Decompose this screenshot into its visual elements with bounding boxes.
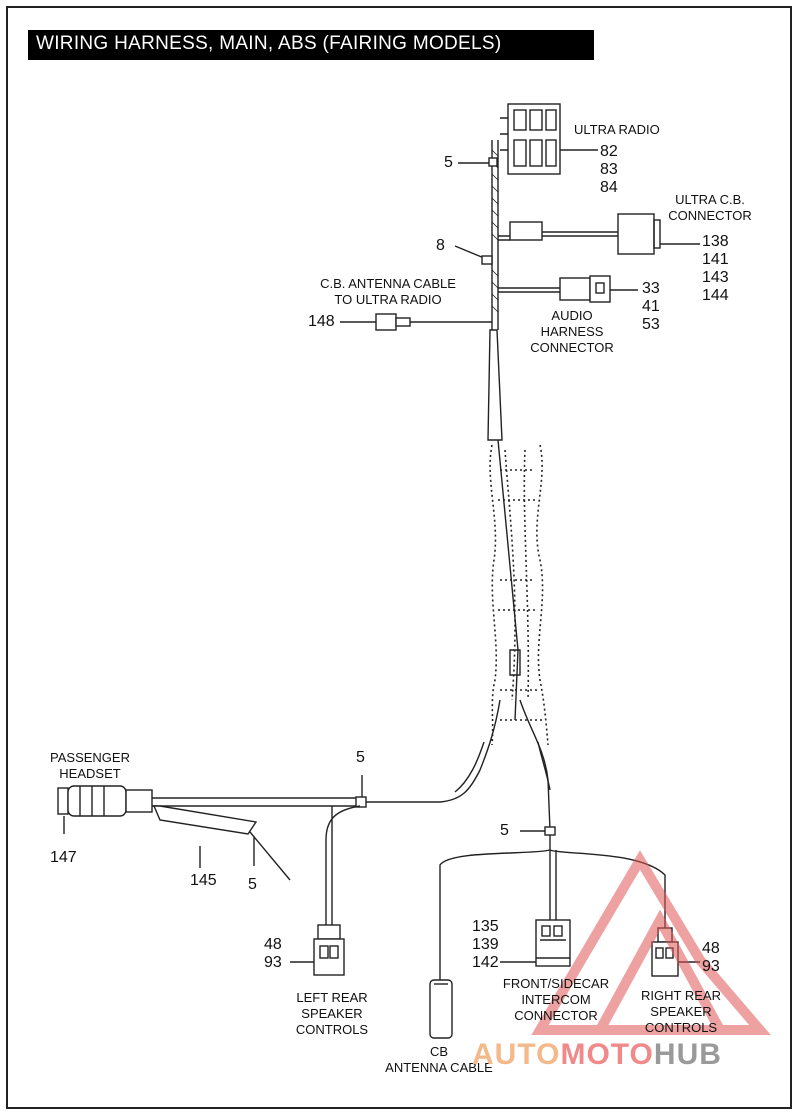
label-line: CONTROLS (644, 1020, 718, 1035)
cb-antenna-cable-connector (340, 313, 492, 331)
cb-antenna-cable-label: C.B. ANTENNA CABLE TO ULTRA RADIO (318, 276, 458, 308)
part-number: 135 (472, 918, 499, 935)
part-number: 41 (642, 298, 660, 315)
label-line: CONNECTOR (514, 1008, 598, 1023)
ultra-radio-part-numbers: 82 83 84 (600, 143, 618, 197)
audio-part-numbers: 33 41 53 (642, 280, 660, 334)
label-line: ULTRA C.B. (675, 192, 745, 207)
ultra-radio-connector (500, 103, 561, 175)
left-rear-speaker-label: LEFT REAR SPEAKER CONTROLS (282, 990, 382, 1038)
left-rear-part-numbers: 48 93 (264, 936, 282, 972)
clip-callout-bottom: 5 (248, 876, 257, 893)
cb-antenna-end-label: CB ANTENNA CABLE (384, 1044, 494, 1076)
watermark-part: AUTO (472, 1038, 561, 1071)
page-title: WIRING HARNESS, MAIN, ABS (FAIRING MODEL… (36, 33, 502, 54)
label-line: CONNECTOR (530, 340, 614, 355)
label-line: CB (429, 1044, 449, 1059)
part-number: 93 (702, 958, 720, 975)
cb-antenna-part-number: 148 (308, 313, 335, 330)
front-intercom-part-numbers: 135 139 142 (472, 918, 499, 972)
part-number: 143 (702, 269, 729, 286)
ultra-cb-connector-label: ULTRA C.B. CONNECTOR (660, 192, 760, 224)
label-line: INTERCOM (521, 992, 591, 1007)
clip-callout-8: 8 (436, 237, 445, 254)
label-line: ANTENNA CABLE (385, 1060, 493, 1075)
part-number: 93 (264, 954, 282, 971)
audio-harness-connector (498, 275, 638, 303)
watermark-part: HUB (653, 1038, 722, 1071)
passenger-headset-connector (57, 785, 360, 834)
watermark-text: AUTOMOTOHUB (472, 1038, 722, 1072)
right-rear-part-numbers: 48 93 (702, 940, 720, 976)
front-sidecar-intercom-label: FRONT/SIDECAR INTERCOM CONNECTOR (494, 976, 618, 1024)
part-number: 144 (702, 287, 729, 304)
left-rear-speaker-connector (290, 924, 345, 976)
label-line: FRONT/SIDECAR (502, 976, 610, 991)
part-number: 53 (642, 316, 660, 333)
watermark-logo (531, 850, 771, 1035)
label-line: RIGHT REAR (641, 988, 721, 1003)
label-line: CONTROLS (295, 1022, 369, 1037)
ultra-cb-connector (498, 213, 700, 255)
part-number: 141 (702, 251, 729, 268)
label-line: SPEAKER (301, 1006, 363, 1021)
label-line: C.B. ANTENNA CABLE (320, 276, 456, 291)
watermark-part: MOTO (560, 1038, 654, 1071)
ultra-radio-label: ULTRA RADIO (574, 122, 660, 137)
part-number: 138 (702, 233, 729, 250)
label-line: SPEAKER (650, 1004, 712, 1019)
label-line: TO ULTRA RADIO (334, 292, 442, 307)
page-frame (6, 6, 792, 1109)
part-number: 48 (264, 936, 282, 953)
label-line: CONNECTOR (668, 208, 752, 223)
clip-callout-mid: 5 (356, 749, 365, 766)
cb-antenna-cable-end (429, 979, 453, 1039)
ultra-cb-part-numbers: 138 141 143 144 (702, 233, 729, 305)
audio-harness-connector-label: AUDIO HARNESS CONNECTOR (520, 308, 624, 356)
part-number: 142 (472, 954, 499, 971)
label-line: LEFT REAR (296, 990, 368, 1005)
part-number: 33 (642, 280, 660, 297)
part-number: 82 (600, 143, 618, 160)
part-number: 48 (702, 940, 720, 957)
headset-part-number: 147 (50, 849, 77, 866)
label-line: HARNESS (540, 324, 604, 339)
clip-callout-right: 5 (500, 822, 509, 839)
front-sidecar-intercom-connector (500, 919, 571, 967)
harness-part-number: 145 (190, 872, 217, 889)
label-line: PASSENGER (50, 750, 130, 765)
passenger-headset-label: PASSENGER HEADSET (40, 750, 140, 782)
right-rear-speaker-label: RIGHT REAR SPEAKER CONTROLS (626, 988, 736, 1036)
label-line: HEADSET (59, 766, 121, 781)
part-number: 84 (600, 179, 618, 196)
title-bar: WIRING HARNESS, MAIN, ABS (FAIRING MODEL… (28, 30, 594, 60)
part-number: 139 (472, 936, 499, 953)
label-line: AUDIO (551, 308, 593, 323)
clip-callout-top: 5 (444, 154, 453, 171)
part-number: 83 (600, 161, 618, 178)
